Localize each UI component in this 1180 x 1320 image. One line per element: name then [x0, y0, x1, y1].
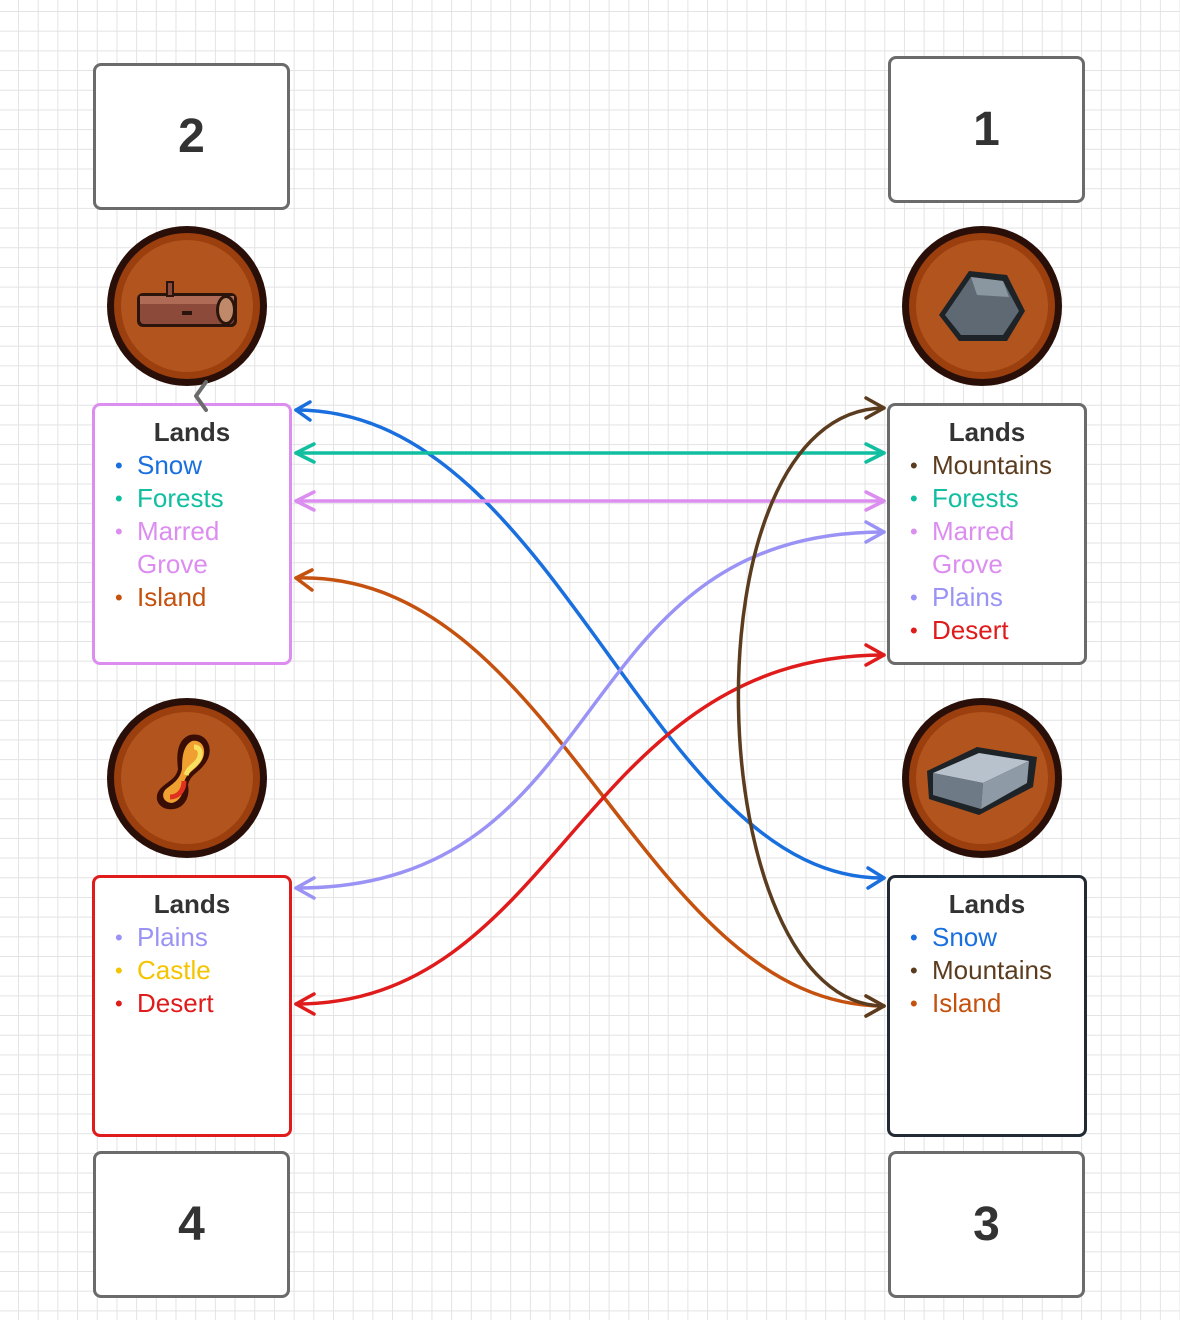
connector-snow-line: [296, 410, 884, 878]
stray-arrowhead-icon: [196, 382, 206, 410]
connector-plains-line: [296, 532, 884, 888]
connector-mountains: [738, 398, 884, 1016]
connector-island-line: [296, 578, 884, 1006]
connector-marred-grove: [296, 492, 884, 510]
connector-desert: [296, 645, 884, 1014]
connector-mountains-line: [738, 408, 884, 1006]
connector-plains: [296, 522, 884, 898]
arrowhead-icon: [296, 570, 312, 590]
